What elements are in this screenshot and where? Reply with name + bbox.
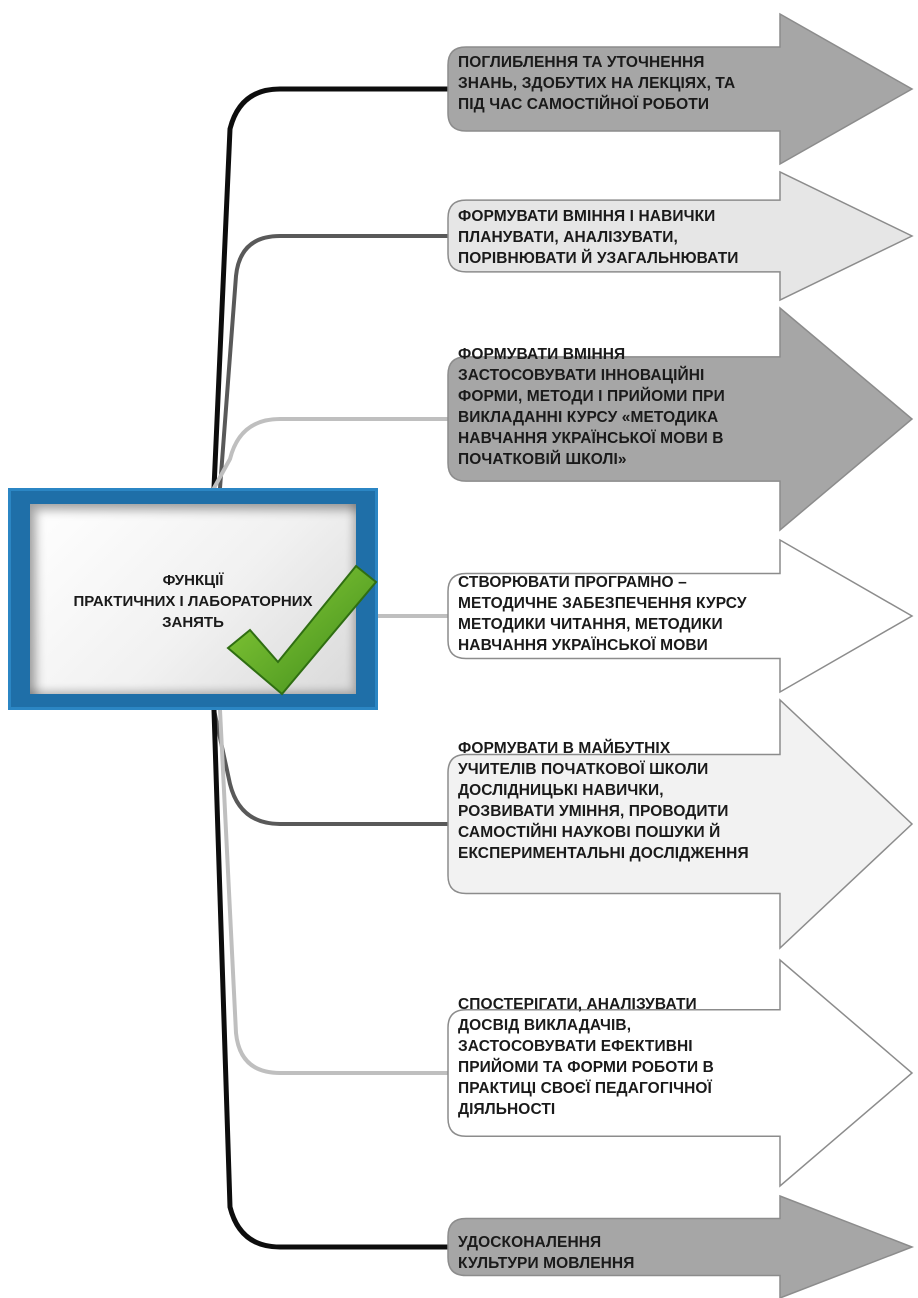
arrow-shape (447, 12, 914, 166)
connector-line (211, 707, 451, 1250)
center-panel: ФУНКЦІЇ ПРАКТИЧНИХ І ЛАБОРАТОРНИХ ЗАНЯТЬ (30, 504, 356, 694)
connector-line (218, 708, 450, 1075)
connector-line (212, 417, 450, 490)
checkmark-icon (226, 564, 378, 696)
arrow-shape (447, 1194, 915, 1298)
arrow-shape (447, 958, 914, 1188)
function-label: ФОРМУВАТИ В МАЙБУТНІХ УЧИТЕЛІВ ПОЧАТКОВО… (458, 740, 749, 862)
arrow-shape (447, 306, 914, 532)
connector-line (211, 86, 451, 491)
function-label: ПОГЛИБЛЕННЯ ТА УТОЧНЕННЯ ЗНАНЬ, ЗДОБУТИХ… (458, 54, 736, 113)
function-label: СТВОРЮВАТИ ПРОГРАМНО – МЕТОДИЧНЕ ЗАБЕЗПЕ… (458, 574, 747, 654)
center-frame: ФУНКЦІЇ ПРАКТИЧНИХ І ЛАБОРАТОРНИХ ЗАНЯТЬ (8, 488, 378, 710)
arrow-shape (447, 170, 914, 302)
arrow-shape (447, 538, 914, 694)
connector-line (218, 234, 450, 490)
connector-line (212, 708, 450, 826)
function-label: ФОРМУВАТИ ВМІННЯ ЗАСТОСОВУВАТИ ІННОВАЦІЙ… (458, 346, 725, 468)
center-title: ФУНКЦІЇ ПРАКТИЧНИХ І ЛАБОРАТОРНИХ ЗАНЯТЬ (73, 572, 313, 631)
function-label: УДОСКОНАЛЕННЯ КУЛЬТУРИ МОВЛЕННЯ (458, 1234, 635, 1272)
function-label: ФОРМУВАТИ ВМІННЯ І НАВИЧКИ ПЛАНУВАТИ, АН… (458, 208, 739, 267)
arrow-shape (447, 698, 914, 950)
function-label: СПОСТЕРІГАТИ, АНАЛІЗУВАТИ ДОСВІД ВИКЛАДА… (458, 996, 714, 1118)
